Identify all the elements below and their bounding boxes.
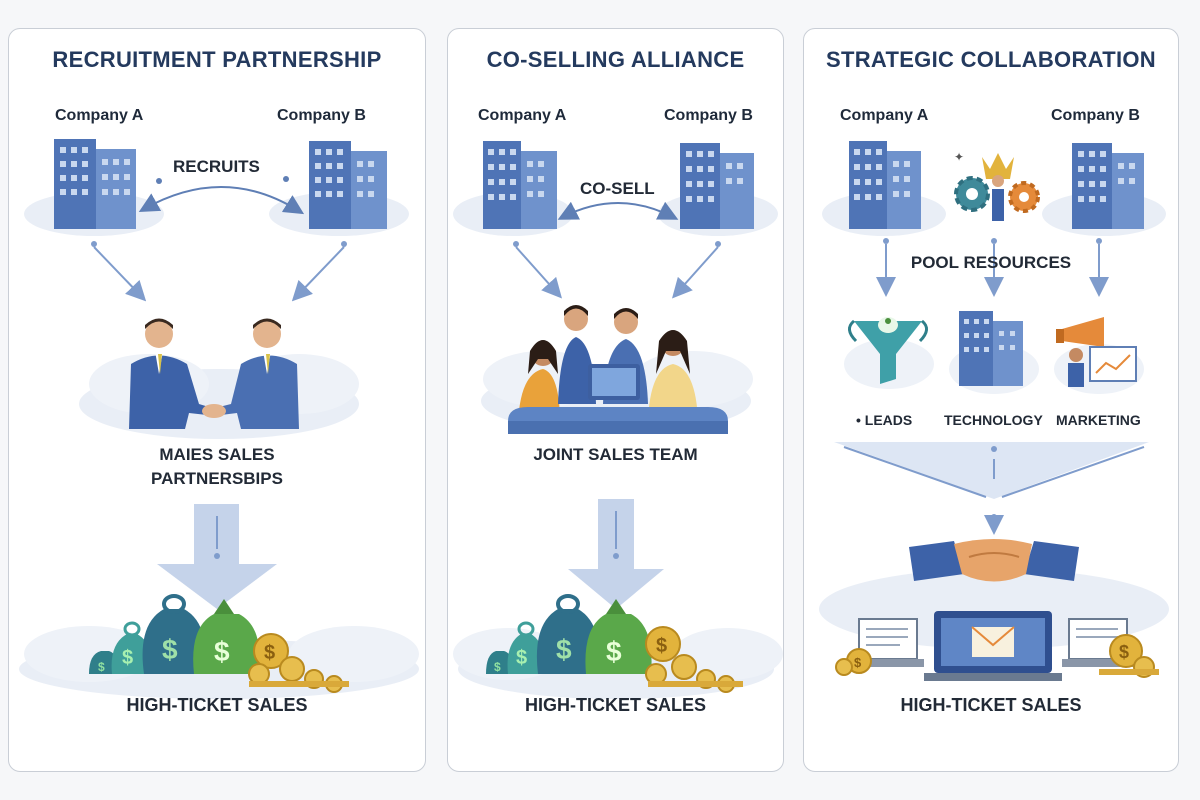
building-icon-company-b bbox=[1072, 143, 1144, 229]
joint-sales-team-icon bbox=[508, 305, 728, 434]
svg-text:$: $ bbox=[98, 660, 105, 674]
arrow-a-to-team bbox=[515, 246, 562, 299]
resource-technology-label: TECHNOLOGY bbox=[944, 412, 1043, 428]
arrow-a-to-partners bbox=[93, 246, 147, 302]
pool-resources-label: POOL RESOURCES bbox=[910, 253, 1072, 272]
svg-text:$: $ bbox=[162, 634, 178, 665]
company-a-label: Company A bbox=[840, 107, 929, 124]
money-bags-icon: $ $ $ $ $ bbox=[486, 594, 743, 693]
building-icon-company-b bbox=[680, 143, 754, 229]
recruits-label: RECRUITS bbox=[173, 157, 260, 176]
co-sell-double-arrow bbox=[557, 201, 679, 220]
panel-2-graphics: $ $ $ $ $ bbox=[453, 141, 783, 699]
partnership-label-line-2: PARTNERSBIPS bbox=[151, 469, 283, 488]
svg-text:$: $ bbox=[854, 655, 862, 670]
svg-text:$: $ bbox=[122, 647, 133, 669]
coins-icon: $ $ bbox=[835, 634, 1159, 678]
building-icon-company-a bbox=[54, 139, 136, 229]
panel-co-selling-alliance: $ $ $ $ $ CO-SELLING ALLIANCE Company A bbox=[447, 28, 784, 772]
result-label: HIGH-TICKET SALES bbox=[126, 695, 308, 715]
funnel-trophy-icon bbox=[848, 317, 928, 384]
panel-title: STRATEGIC COLLABORATION bbox=[826, 47, 1156, 72]
gears-person-icon: ✦ bbox=[954, 150, 1040, 221]
company-a-label: Company A bbox=[478, 107, 567, 124]
recruits-double-arrow bbox=[138, 186, 305, 215]
down-arrow-icon bbox=[568, 499, 664, 609]
svg-text:$: $ bbox=[656, 635, 667, 657]
svg-text:$: $ bbox=[214, 636, 230, 667]
svg-text:$: $ bbox=[264, 642, 275, 664]
company-b-label: Company B bbox=[1051, 107, 1140, 124]
handshake-icon bbox=[909, 539, 1079, 582]
panel-title: RECRUITMENT PARTNERSHIP bbox=[52, 47, 382, 72]
resource-marketing-label: MARKETING bbox=[1056, 412, 1141, 428]
envelope-laptop-icon bbox=[924, 611, 1062, 681]
marketing-icon bbox=[1056, 317, 1137, 387]
handshake-businessmen-icon bbox=[129, 318, 299, 429]
svg-text:$: $ bbox=[556, 634, 572, 665]
panel-strategic-collaboration: ✦ bbox=[803, 28, 1179, 772]
result-label: HIGH-TICKET SALES bbox=[900, 695, 1082, 715]
building-icon-company-b bbox=[309, 141, 387, 229]
resource-leads-label: • LEADS bbox=[856, 412, 913, 428]
panel-title: CO-SELLING ALLIANCE bbox=[486, 47, 745, 72]
svg-text:✦: ✦ bbox=[954, 150, 964, 164]
arrow-b-to-partners bbox=[291, 246, 345, 302]
svg-text:$: $ bbox=[494, 660, 501, 674]
money-bags-icon: $ $ $ $ $ bbox=[89, 594, 349, 693]
company-a-label: Company A bbox=[55, 107, 144, 124]
co-sell-label: CO-SELL bbox=[580, 179, 655, 198]
panel-3-graphics: ✦ bbox=[819, 141, 1169, 681]
panel-1-graphics: $ $ $ $ $ bbox=[19, 139, 419, 699]
converging-arrow-icon bbox=[834, 442, 1149, 535]
svg-text:$: $ bbox=[516, 647, 527, 669]
arrow-b-to-team bbox=[672, 246, 719, 299]
joint-sales-team-label: JOINT SALES TEAM bbox=[533, 445, 698, 464]
panel-recruitment-partnership: $ $ $ $ $ RECRUITMENT PARTNERSHIP Compan bbox=[8, 28, 426, 772]
company-b-label: Company B bbox=[664, 107, 753, 124]
partnership-label-line-1: MAIES SALES bbox=[159, 445, 275, 464]
laptop-right-icon bbox=[1062, 618, 1134, 667]
down-arrow-icon bbox=[157, 504, 277, 609]
svg-text:$: $ bbox=[606, 636, 622, 667]
company-b-label: Company B bbox=[277, 107, 366, 124]
building-icon-technology bbox=[959, 311, 1023, 386]
svg-text:$: $ bbox=[1119, 642, 1129, 662]
result-label: HIGH-TICKET SALES bbox=[524, 695, 706, 715]
building-icon-company-a bbox=[483, 141, 557, 229]
building-icon-company-a bbox=[849, 141, 921, 229]
